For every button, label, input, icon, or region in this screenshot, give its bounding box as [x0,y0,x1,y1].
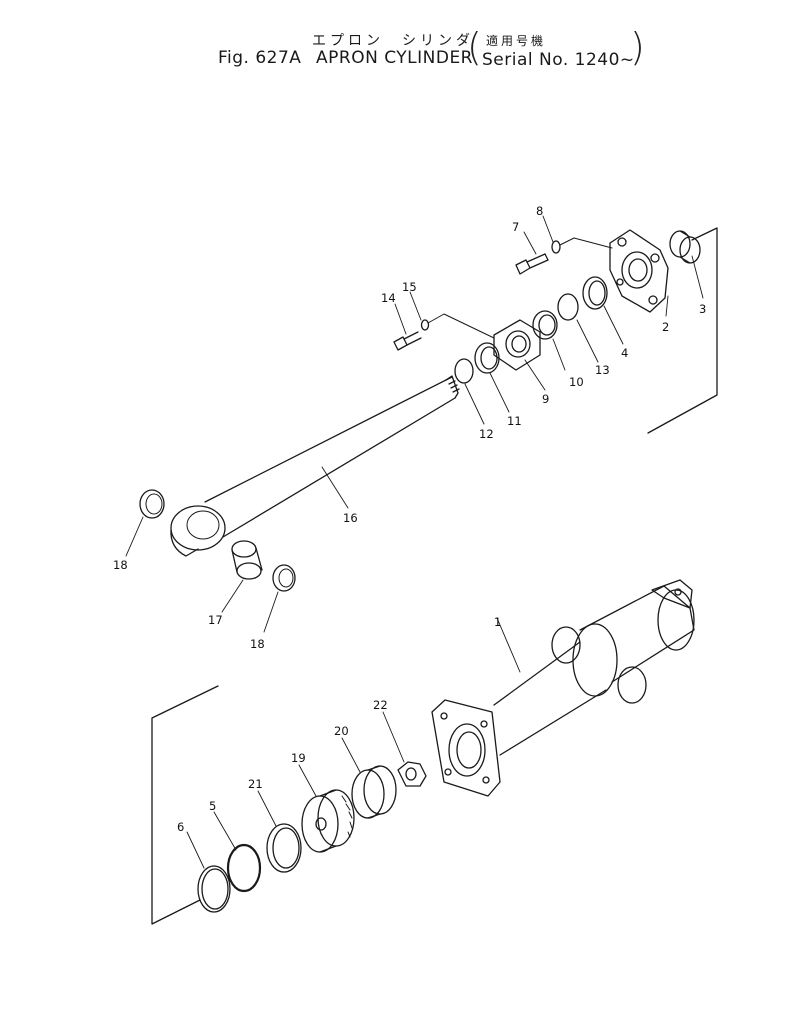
callout-5: 5 [209,799,216,813]
callout-18-right: 18 [250,637,265,651]
o-ring-5 [226,843,262,893]
bolt-14 [393,331,422,351]
o-ring-12 [454,358,474,384]
callout-11: 11 [507,414,522,428]
lower-group-bracket [151,685,219,925]
washer-8 [551,240,561,254]
callout-4: 4 [621,346,628,360]
applicable-models-japanese: 適用号機 [486,34,547,48]
callout-21: 21 [248,777,263,791]
callout-20: 20 [334,724,349,738]
piston-rod [170,375,460,557]
rod-seal-11 [474,342,500,374]
callout-12: 12 [479,427,494,441]
callout-22: 22 [373,698,388,712]
callout-10: 10 [569,375,584,389]
piston-nut-22 [397,761,427,787]
piston-19 [301,789,355,853]
callout-7: 7 [512,220,519,234]
callout-18-left: 18 [113,558,128,572]
ring-4 [582,276,608,310]
callout-labels: 1 2 3 4 5 6 7 8 9 10 11 12 13 14 15 16 1… [113,204,706,834]
wear-ring-21 [266,823,302,873]
right-parenthesis: ) [630,25,645,69]
title-japanese: エプロン シリンダ [312,33,474,49]
cushion-ring-20 [351,765,397,819]
eye-bushing [231,540,263,580]
dust-seal-left [139,489,165,519]
callout-13: 13 [595,363,610,377]
left-parenthesis: ( [467,25,482,69]
rod-cover-2 [609,229,669,313]
callout-15: 15 [402,280,417,294]
callout-3: 3 [699,302,706,316]
cylinder-tube [493,579,695,756]
washer-15 [420,319,430,331]
callout-6: 6 [177,820,184,834]
cylinder-head-flange [431,699,501,797]
o-ring-13 [557,293,579,321]
bushing-10 [532,310,558,340]
title-english: APRON CYLINDER [316,48,473,68]
callout-17: 17 [208,613,223,627]
callout-8: 8 [536,204,543,218]
callout-9: 9 [542,392,549,406]
callout-14: 14 [381,291,396,305]
callout-16: 16 [343,511,358,525]
backup-ring-6 [197,865,231,913]
figure-number: Fig. 627A [218,48,302,68]
bolt-7 [515,253,549,275]
callout-2: 2 [662,320,669,334]
callout-1: 1 [494,615,501,629]
callout-19: 19 [291,751,306,765]
bushing-3 [669,230,701,264]
serial-number-range: Serial No. 1240~ [482,50,635,70]
upper-group-bracket [647,227,718,434]
dust-seal-right [272,564,296,592]
rod-guide-9 [493,319,541,371]
